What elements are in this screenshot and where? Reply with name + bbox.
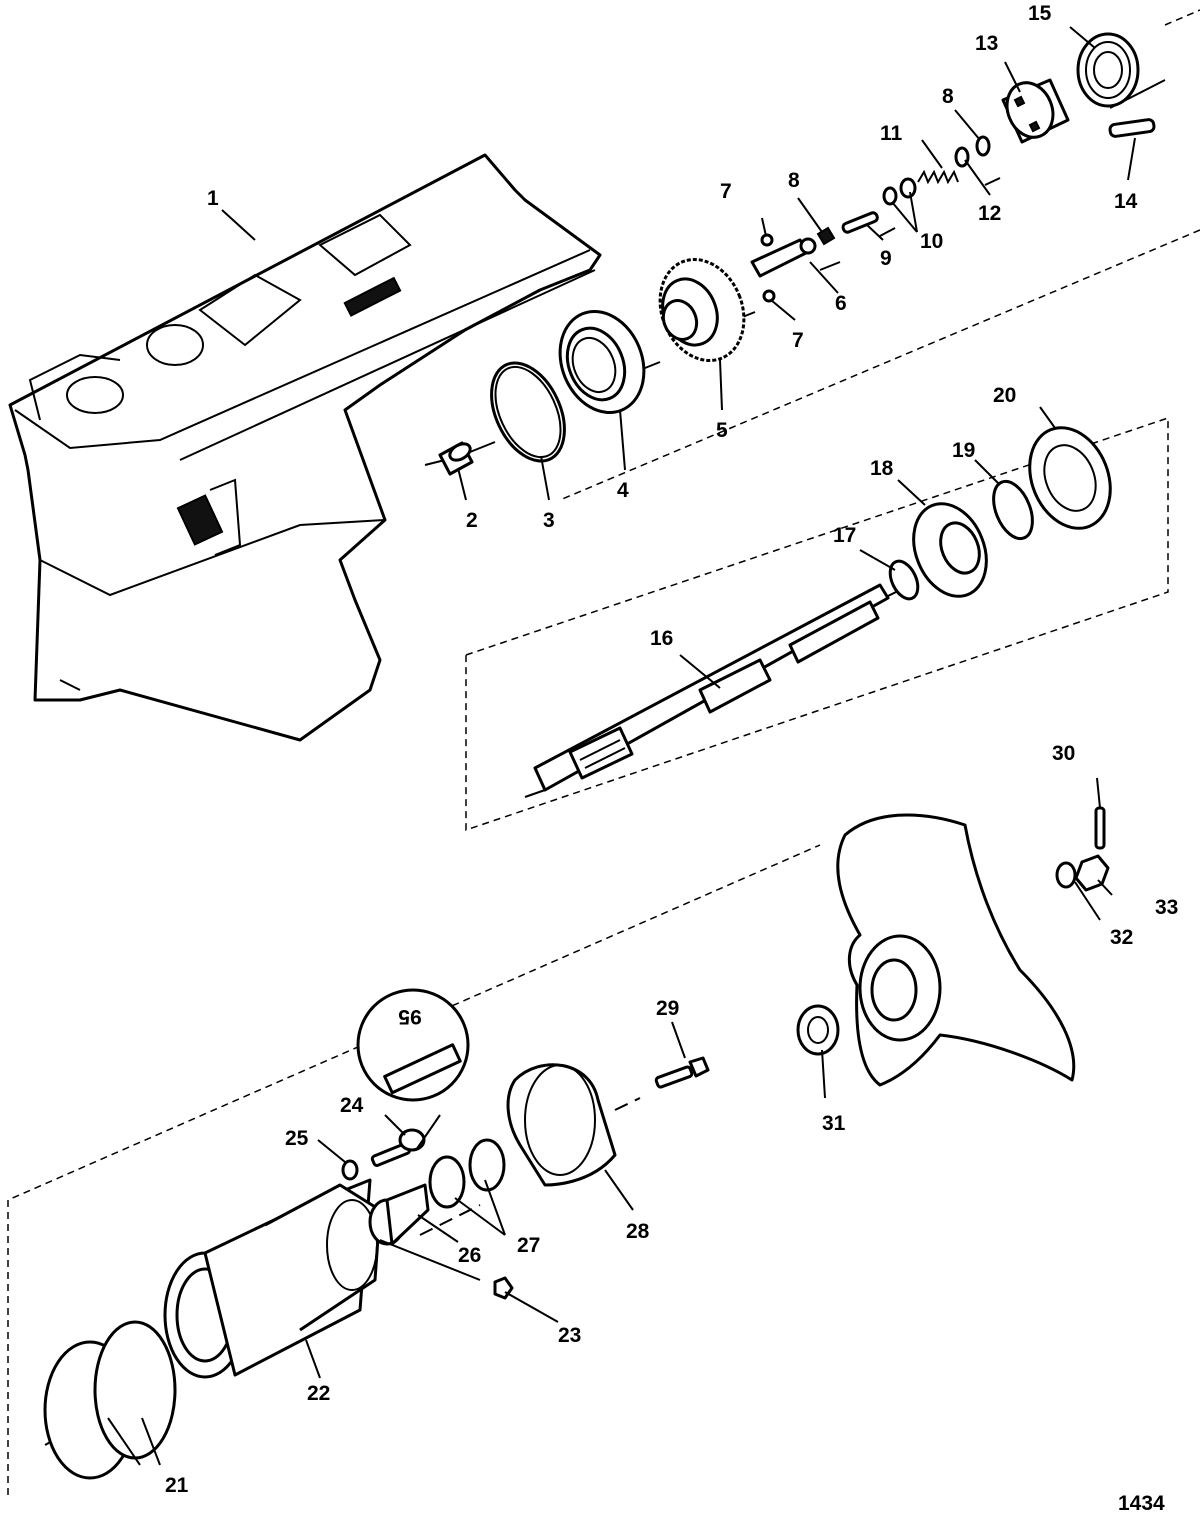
- callout-6: 6: [835, 292, 847, 315]
- callout-27: 27: [517, 1234, 540, 1257]
- callout-13: 13: [975, 32, 998, 55]
- callout-26: 26: [458, 1244, 481, 1267]
- seals-27: [428, 1138, 506, 1209]
- tab-washer-32: [1055, 861, 1077, 889]
- callout-32: 32: [1110, 926, 1133, 949]
- group-box-bottom: [7, 844, 821, 1495]
- propeller: [836, 813, 1076, 1087]
- callout-30: 30: [1052, 742, 1075, 765]
- needle-bearing-26: [368, 1183, 430, 1246]
- callout-7-upper: 7: [720, 180, 732, 203]
- reverse-gear-18: [912, 502, 988, 598]
- callout-8-right: 8: [942, 85, 954, 108]
- cam-follower: [750, 237, 817, 278]
- ball-upper: [760, 233, 774, 247]
- shift-coupler: [438, 441, 474, 476]
- callout-22: 22: [307, 1382, 330, 1405]
- callout-15: 15: [1028, 2, 1052, 25]
- leader-lines: [107, 26, 1136, 1466]
- propeller-shaft: [533, 583, 890, 792]
- callout-17: 17: [833, 524, 856, 547]
- callout-4: 4: [617, 479, 629, 502]
- callout-3: 3: [543, 509, 555, 532]
- washers-10: [882, 177, 917, 206]
- callout-10: 10: [920, 230, 943, 253]
- callout-5: 5: [716, 419, 728, 442]
- washer-25: [341, 1159, 359, 1181]
- callout-31: 31: [822, 1112, 846, 1135]
- detail-marking: 95: [398, 1005, 422, 1028]
- group-box-top: [559, 9, 1200, 501]
- callout-9: 9: [880, 247, 892, 270]
- forward-gear: [658, 258, 746, 362]
- callout-12: 12: [978, 202, 1001, 225]
- callout-19: 19: [952, 439, 975, 462]
- group-box-shaft: [465, 416, 1169, 832]
- spacer-19: [992, 479, 1034, 541]
- callout-16: 16: [650, 627, 673, 650]
- screw-24: [370, 1128, 426, 1167]
- forward-bearing: [558, 310, 646, 414]
- drawing-number: 1434: [1118, 1492, 1165, 1515]
- pin-9: [841, 211, 879, 234]
- callout-2: 2: [466, 509, 478, 532]
- retainer-spring-15: [1076, 32, 1140, 108]
- callout-33: 33: [1155, 896, 1178, 919]
- spring-11: [917, 169, 959, 185]
- callout-25: 25: [285, 1127, 309, 1150]
- cross-pin-14: [1108, 118, 1156, 138]
- thrust-hub-31: [796, 1004, 840, 1056]
- callout-8-left: 8: [788, 169, 800, 192]
- callout-18: 18: [870, 457, 894, 480]
- thrust-washer-17: [888, 559, 920, 601]
- callout-28: 28: [626, 1220, 650, 1243]
- callout-14: 14: [1114, 190, 1138, 213]
- callout-1: 1: [207, 187, 219, 210]
- callout-11: 11: [880, 122, 903, 145]
- bearing-carrier: [163, 1178, 382, 1379]
- ball-lower: [762, 289, 776, 303]
- retainer-28: [506, 1063, 617, 1187]
- gear-housing: [8, 153, 602, 742]
- detail-inset: 95: [356, 988, 470, 1102]
- sliding-clutch: [1001, 78, 1070, 144]
- callout-23: 23: [558, 1324, 581, 1347]
- callout-20: 20: [993, 384, 1016, 407]
- washer-8-right: [975, 135, 991, 157]
- screw-29: [654, 1056, 710, 1089]
- callout-24: 24: [340, 1094, 364, 1117]
- o-rings-21: [43, 1320, 177, 1480]
- callout-29: 29: [656, 997, 679, 1020]
- reverse-bearing-20: [1028, 426, 1112, 530]
- callout-21: 21: [165, 1474, 189, 1497]
- cotter-pin-30: [1094, 806, 1106, 850]
- callout-7-lower: 7: [792, 329, 804, 352]
